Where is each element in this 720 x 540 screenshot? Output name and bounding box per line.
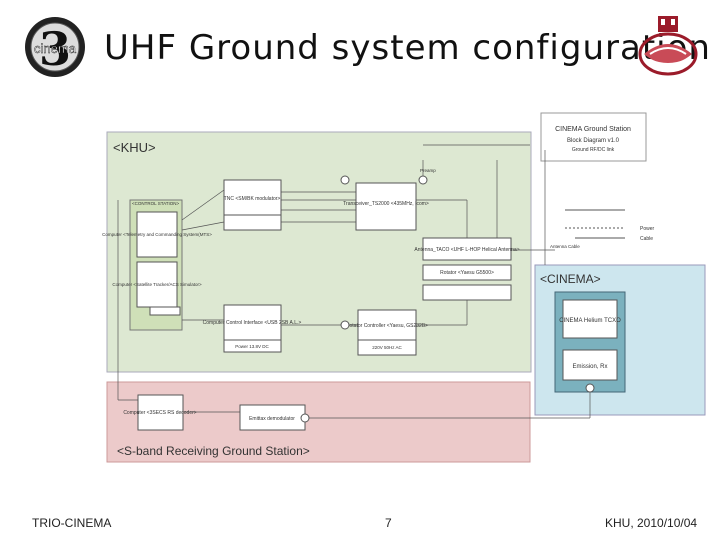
tnc-label: TNC <SM/BK modulator> — [224, 196, 281, 202]
legend-sub: Block Diagram v1.0 — [567, 138, 620, 144]
legend-box — [540, 112, 647, 162]
rotator-box — [422, 264, 512, 281]
computer-1-box — [136, 211, 178, 258]
transceiver-box — [355, 182, 417, 231]
computer-rx-box — [137, 394, 184, 431]
rotator-label: Rotator <Yaesu G5500> — [440, 270, 494, 276]
legend-power: Power — [640, 226, 655, 232]
emission-label: Emission, Rx — [572, 364, 607, 370]
slide-title: UHF Ground system configuration — [104, 28, 711, 68]
legend-cable: Cable — [640, 236, 653, 242]
cinema-logo: 3 cinema — [25, 17, 85, 77]
footer-page-number: 7 — [385, 516, 392, 530]
logo-numeral: 3 — [39, 22, 71, 76]
computer-control-label: Computer Control Interface <USB 2SB A.L.… — [203, 320, 302, 326]
footer-right: KHU, 2010/10/04 — [605, 516, 698, 530]
transceiver-label: Transceiver_TS2000 <435MHz, Icom> — [343, 201, 429, 207]
control-station-label: <CONTROL STATION> — [132, 201, 180, 206]
tnc-box — [223, 179, 282, 216]
footer-left: TRIO-CINEMA — [32, 516, 112, 530]
power-220-label: 220V 50Hz AC — [372, 345, 402, 350]
computer-control-box — [223, 304, 282, 341]
antenna-label: Antenna_TACO <UHF L-HOP Helical Antenna> — [414, 247, 519, 253]
cinema-box-label: CINEMA Helium TCXO — [559, 318, 621, 324]
computer-2-box — [136, 261, 178, 308]
university-seal-logo — [638, 16, 698, 76]
emittax-box — [239, 404, 306, 431]
rotator-controller-label: Rotator Controller <Yaesu, GS232B> — [346, 323, 428, 329]
computer-rx-label: Computer <3SECS RS decoder> — [123, 410, 196, 416]
antenna-cable-label: Antenna Cable — [550, 244, 580, 249]
power-220-box — [357, 339, 417, 356]
power-13-label: Power 13.8V DC — [235, 344, 269, 349]
emittax-label: Emittax demodulator — [249, 416, 295, 422]
legend-title: CINEMA Ground Station — [555, 126, 631, 133]
logo-text: cinema — [34, 41, 77, 56]
cinema-label: <CINEMA> — [540, 272, 601, 286]
preamp-label: Preamp — [420, 168, 436, 173]
legend-note: Ground RF/DC link — [572, 147, 615, 153]
khu-label: <KHU> — [113, 140, 156, 155]
computer-1-label: Computer <Telemetry and Commanding Syste… — [102, 232, 212, 237]
power-13-box — [223, 339, 282, 353]
sband-label: <S-band Receiving Ground Station> — [117, 444, 310, 458]
computer-2-label: Computer <Satellite Tracker/ACS Simulato… — [112, 282, 202, 287]
